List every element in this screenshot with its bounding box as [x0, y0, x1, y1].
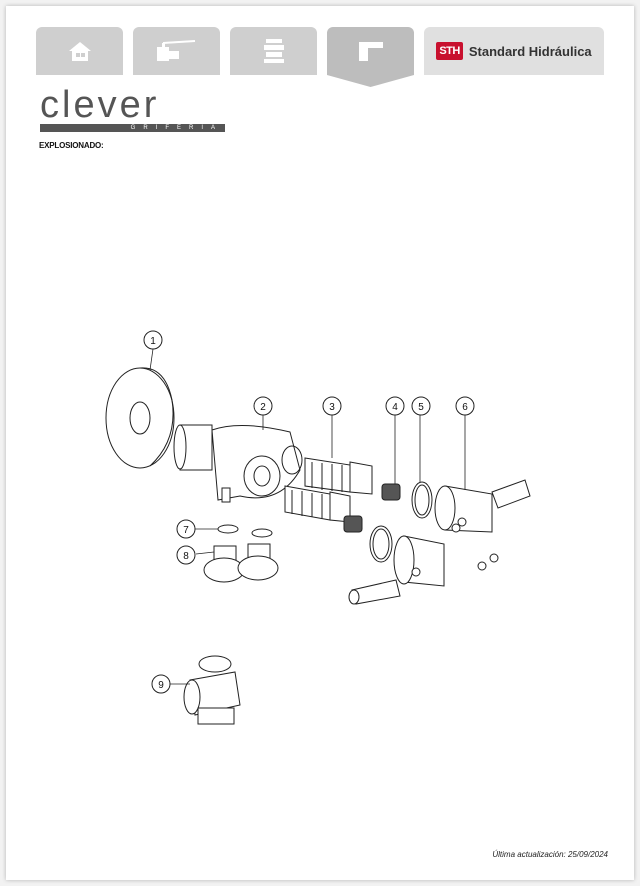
part-handles [348, 479, 531, 605]
callout-2: 2 [260, 402, 266, 413]
brand-tab[interactable]: STH Standard Hidráulica [424, 27, 604, 75]
brand-logo-mark: STH [436, 42, 463, 60]
callout-3: 3 [329, 402, 335, 413]
callout-circles [143, 330, 475, 694]
logo-word: clever [40, 84, 160, 126]
callout-4: 4 [392, 402, 398, 413]
callout-9: 9 [158, 680, 164, 691]
tab-cartridge[interactable] [230, 27, 317, 75]
tab-house[interactable] [36, 27, 123, 75]
section-title: EXPLOSIONADO: [39, 141, 104, 150]
leader-lines [149, 348, 466, 685]
callout-8: 8 [183, 551, 189, 562]
faucet-icon [358, 42, 383, 61]
last-updated: Última actualización: 25/09/2024 [492, 850, 608, 859]
house-icon [68, 42, 91, 61]
part-valve-body [173, 424, 303, 503]
brand-name: Standard Hidráulica [468, 43, 592, 59]
exploded-diagram: 1 2 3 4 5 6 7 8 9 [105, 330, 531, 725]
valve-icon [156, 40, 195, 61]
part-escutcheon [105, 367, 175, 469]
part-splines [343, 483, 401, 533]
part-washers [217, 524, 273, 538]
logo-tagline: GRIFERIA [40, 124, 225, 132]
document-page: STH Standard Hidráulica clever GRIFERIA … [6, 6, 634, 880]
cartridge-icon [263, 39, 284, 63]
part-adapter [183, 655, 241, 725]
tab-faucet[interactable] [327, 27, 414, 75]
part-cartridges [284, 457, 373, 523]
tab-valve[interactable] [133, 27, 220, 75]
callout-6: 6 [462, 402, 468, 413]
callout-5: 5 [418, 402, 424, 413]
callout-7: 7 [183, 525, 189, 536]
clever-logo: clever GRIFERIA [40, 86, 225, 132]
part-unions [203, 543, 279, 583]
callout-1: 1 [150, 336, 156, 347]
part-orings [369, 481, 433, 563]
